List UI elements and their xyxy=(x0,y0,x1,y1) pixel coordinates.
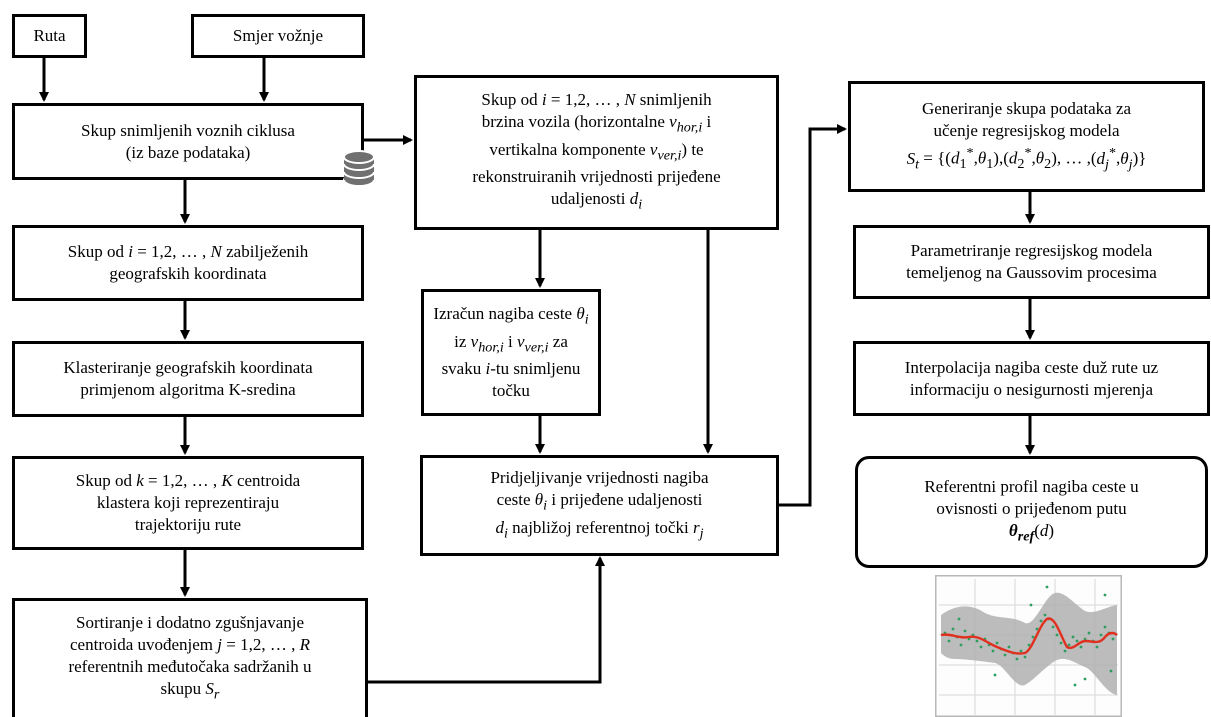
parametrization-line-2: temeljenog na Gaussovim procesima xyxy=(906,263,1157,282)
speed-set-line-3: vertikalna komponente vver,i) te xyxy=(489,139,704,164)
sorting-line-4: skupu Sr xyxy=(160,679,220,703)
assignment-line-2: ceste θi i prijeđene udaljenosti xyxy=(496,490,703,514)
parametrization-box: Parametriranje regresijskog modela temel… xyxy=(853,225,1210,299)
speed-set-line-1: Skup od i = 1,2, … , N snimljenih xyxy=(481,90,712,110)
dataset-gen-line-3: St = {(d1*,θ1),(d2*,θ2), … ,(dj*,θj)} xyxy=(906,144,1147,173)
reference-profile-box: Referentni profil nagiba ceste u ovisnos… xyxy=(855,456,1208,568)
gp-regression-plot-thumbnail xyxy=(935,575,1122,717)
reference-profile-line-1: Referentni profil nagiba ceste u xyxy=(924,477,1139,497)
parametrization-line-1: Parametriranje regresijskog modela xyxy=(910,241,1153,260)
sorting-line-3: referentnih međutočaka sadržanih u xyxy=(68,657,312,677)
recorded-cycles-box: Skup snimljenih voznih ciklusa (iz baze … xyxy=(12,103,364,180)
centroids-line-1: Skup od k = 1,2, … , K centroida xyxy=(75,471,301,490)
database-icon xyxy=(343,150,375,187)
sorting-box: Sortiranje i dodatno zgušnjavanje centro… xyxy=(12,598,368,717)
slope-calc-line-2: iz vhor,i i vver,i za xyxy=(454,331,568,355)
centroids-line-3: trajektoriju rute xyxy=(134,515,242,534)
centroids-line-2: klastera koji reprezentiraju xyxy=(96,493,280,512)
assignment-box: Pridjeljivanje vrijednosti nagiba ceste … xyxy=(420,455,779,556)
arrow-sorting-to-assignment xyxy=(367,556,605,684)
sorting-line-1: Sortiranje i dodatno zgušnjavanje xyxy=(75,613,305,633)
dataset-gen-box: Generiranje skupa podataka za učenje reg… xyxy=(848,81,1205,192)
clustering-box: Klasteriranje geografskih koordinata pri… xyxy=(12,341,364,417)
sorting-line-2: centroida uvođenjem j = 1,2, … , R xyxy=(70,635,310,655)
reference-profile-line-3: θref(d) xyxy=(1008,521,1055,545)
interpolation-line-2: informaciju o nesigurnosti mjerenja xyxy=(909,379,1154,399)
slope-calc-box: Izračun nagiba ceste θi iz vhor,i i vver… xyxy=(421,289,601,416)
direction-label: Smjer vožnje xyxy=(232,26,324,45)
speed-set-box: Skup od i = 1,2, … , N snimljenih brzina… xyxy=(414,75,779,230)
direction-input-box: Smjer vožnje xyxy=(191,14,365,58)
geo-coords-box: Skup od i = 1,2, … , N zabilježenih geog… xyxy=(12,225,364,301)
speed-set-line-2: brzina vozila (horizontalne vhor,i i xyxy=(481,112,712,136)
clustering-line-2: primjenom algoritma K-sredina xyxy=(80,380,296,399)
plot-mean-line xyxy=(940,617,1118,655)
speed-set-line-5: udaljenosti di xyxy=(550,189,643,213)
arrow-assignment-to-datasetgen xyxy=(777,124,847,507)
interpolation-box: Interpolacija nagiba ceste duž rute uz i… xyxy=(853,341,1210,416)
slope-calc-line-4: točku xyxy=(492,380,530,400)
speed-set-line-4: rekonstruiranih vrijednosti prijeđene xyxy=(472,167,721,187)
slope-calc-line-3: svaku i-tu snimljenu xyxy=(441,358,581,378)
recorded-cycles-line-2: (iz baze podataka) xyxy=(125,142,251,162)
recorded-cycles-line-1: Skup snimljenih voznih ciklusa xyxy=(81,120,295,140)
assignment-line-3: di najbližoj referentnoj točki rj xyxy=(495,517,704,541)
assignment-line-1: Pridjeljivanje vrijednosti nagiba xyxy=(490,468,709,488)
slope-calc-line-1: Izračun nagiba ceste θi xyxy=(433,304,589,328)
dataset-gen-line-2: učenje regresijskog modela xyxy=(933,120,1120,140)
dataset-gen-line-1: Generiranje skupa podataka za xyxy=(921,98,1132,118)
interpolation-line-1: Interpolacija nagiba ceste duž rute uz xyxy=(904,357,1159,377)
centroids-box: Skup od k = 1,2, … , K centroida klaster… xyxy=(12,456,364,550)
geo-coords-line-2: geografskih koordinata xyxy=(109,264,267,283)
route-input-box: Ruta xyxy=(12,14,87,58)
route-label: Ruta xyxy=(33,26,66,45)
clustering-line-1: Klasteriranje geografskih koordinata xyxy=(63,358,313,377)
reference-profile-line-2: ovisnosti o prijeđenom putu xyxy=(936,499,1127,519)
geo-coords-line-1: Skup od i = 1,2, … , N zabilježenih xyxy=(67,242,309,261)
